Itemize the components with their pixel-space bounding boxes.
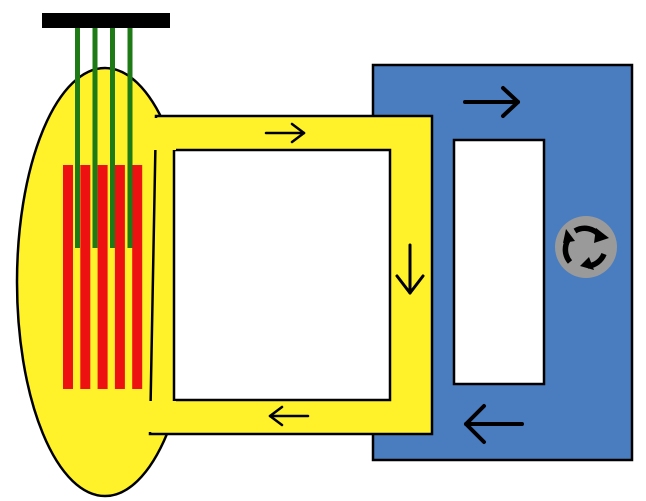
- fuel-rod: [63, 165, 73, 389]
- control-rod: [127, 26, 133, 248]
- control-rod: [110, 26, 115, 248]
- fuel-rods: [63, 165, 143, 389]
- control-rod: [75, 26, 80, 248]
- flow-arrows: [264, 86, 524, 444]
- loop-vessel-junction-bottom: [140, 401, 176, 432]
- control-rods: [75, 26, 133, 248]
- fuel-rod: [97, 165, 108, 389]
- control-rod-drive-bar: [42, 13, 170, 28]
- control-rod: [92, 26, 98, 248]
- heat-exchanger-window: [452, 138, 546, 386]
- fuel-rod: [132, 165, 143, 389]
- fuel-rod: [80, 165, 91, 389]
- flow-arrow-primary-top: [264, 122, 306, 144]
- loop-vessel-junction-top: [140, 118, 176, 150]
- primary-loop-opening: [172, 148, 392, 402]
- flow-arrow-primary-bottom: [268, 405, 310, 427]
- flow-arrow-primary-right: [395, 243, 425, 295]
- fuel-rod: [114, 165, 125, 389]
- flow-arrow-secondary-top: [463, 86, 520, 118]
- circular-arrows-icon: [555, 216, 617, 278]
- pump-arrow-heads: [563, 228, 609, 270]
- flow-arrow-secondary-bottom: [464, 404, 524, 444]
